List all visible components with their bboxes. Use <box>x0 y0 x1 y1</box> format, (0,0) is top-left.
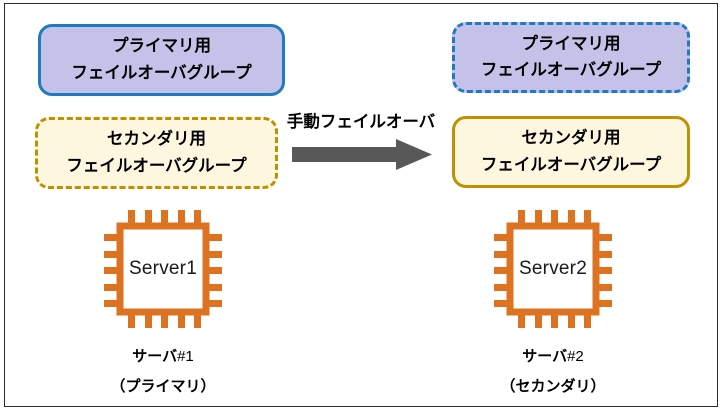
server1-caption: サーバ#1 （プライマリ） <box>43 345 283 396</box>
left-primary-group-line1: プライマリ用 <box>112 37 211 56</box>
failover-arrow-icon <box>292 139 432 170</box>
left-secondary-failover-group-box: セカンダリ用 フェイルオーバグループ <box>35 117 278 189</box>
server2-chip: Server2 <box>490 206 616 332</box>
server2-caption-name: サーバ <box>522 348 568 365</box>
server2-caption-role: （セカンダリ） <box>500 378 606 395</box>
cpu-chip-icon <box>104 210 222 328</box>
right-secondary-group-line2: フェイルオーバグループ <box>480 155 662 174</box>
server2-caption-number: #2 <box>567 348 584 365</box>
server1-chip-label: Server1 <box>129 258 197 279</box>
server2-chip-label: Server2 <box>519 258 587 279</box>
left-secondary-group-line1: セカンダリ用 <box>107 130 206 149</box>
server1-caption-name-line: サーバ#1 <box>43 345 283 366</box>
server2-caption-name-line: サーバ#2 <box>433 345 673 366</box>
server1-caption-name: サーバ <box>132 348 178 365</box>
right-secondary-failover-group-box: セカンダリ用 フェイルオーバグループ <box>452 116 690 188</box>
left-primary-group-line2: フェイルオーバグループ <box>71 63 252 82</box>
right-primary-failover-group-box: プライマリ用 フェイルオーバグループ <box>452 22 690 93</box>
manual-failover-label: 手動フェイルオーバ <box>286 113 436 131</box>
left-primary-failover-group-box: プライマリ用 フェイルオーバグループ <box>38 24 285 96</box>
server2-caption: サーバ#2 （セカンダリ） <box>433 345 673 396</box>
server1-chip: Server1 <box>100 206 226 332</box>
right-primary-group-line1: プライマリ用 <box>521 34 621 53</box>
right-secondary-group-line1: セカンダリ用 <box>521 129 621 148</box>
right-primary-group-line2: フェイルオーバグループ <box>480 61 662 79</box>
left-secondary-group-line2: フェイルオーバグループ <box>66 156 247 175</box>
server1-caption-role: （プライマリ） <box>110 378 216 395</box>
server1-caption-number: #1 <box>177 348 194 365</box>
cpu-chip-icon <box>494 210 612 328</box>
